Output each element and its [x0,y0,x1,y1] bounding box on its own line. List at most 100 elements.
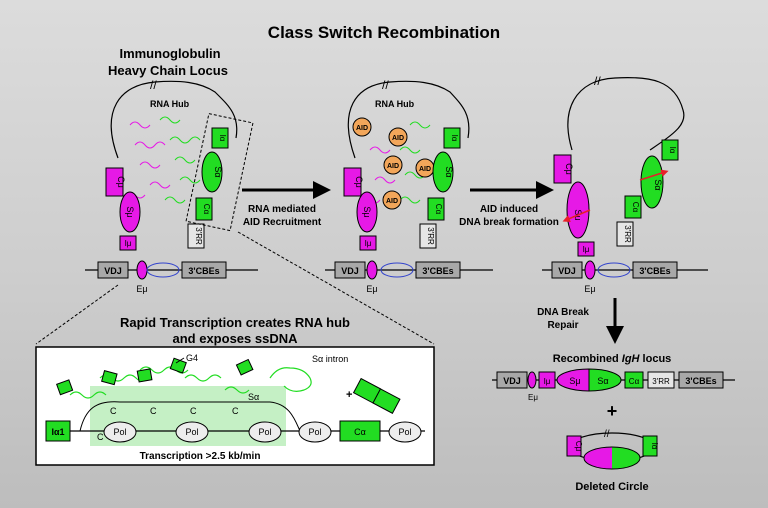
recombined-title: Recombined IgH locus [553,353,672,365]
s-mu-half [556,368,590,392]
g4-label: G4 [186,353,198,363]
c-mu-label: Cμ [564,163,574,175]
aid-proteins: AID AID AID AID AID [352,117,435,210]
i-alpha-box [443,127,461,149]
s-alpha-region [432,151,454,193]
i-alpha-box [661,139,679,161]
rna-plus-sign: + [346,389,352,401]
g4-pointer [175,357,185,364]
cbes-box [415,261,461,279]
panel-1-locus: Immunoglobulin Heavy Chain Locus // RNA … [85,46,258,294]
rna-hub-squiggles [359,121,431,204]
s-alpha-region [201,151,223,193]
locus-loop [567,77,685,151]
zoom-connector-left [35,284,119,345]
locus-loop [347,80,470,159]
i-mu-box [538,371,556,389]
i-mu-label: Iμ [365,239,372,248]
zoom-connector-right [237,231,435,345]
panel-2-aid: // RNA Hub AID AID AID AID AID Cμ Sμ [325,78,493,294]
i-mu-box [577,241,595,257]
vdj-box [551,261,583,279]
svg-text:C: C [110,406,117,416]
cbe-loop [597,262,631,278]
c-mu-box [566,435,582,457]
locus-loop [110,80,238,159]
c-alpha-label: Cα [631,202,640,213]
circle-break-mark: // [604,429,610,440]
c-alpha-label: Cα [202,204,211,215]
emu-element [584,260,596,280]
vdj-label: VDJ [104,266,122,276]
emu-element [366,260,378,280]
emu-label: Eμ [528,393,538,402]
rr3-box [616,221,634,247]
i-alpha-label: Iα [650,443,659,450]
break-arrow-s-alpha [639,169,669,181]
s-mu-label: Sμ [569,376,580,386]
svg-text:AID: AID [386,198,398,205]
rr3-box [647,371,675,389]
svg-text:C: C [190,406,197,416]
c-mu-box [105,167,124,197]
rr3-label: 3'RR [652,377,670,386]
arrow1-line2: AID Recruitment [243,217,322,228]
deleted-circle: // Cμ Iα Deleted Circle [566,429,659,493]
spliced-exon-pair [352,377,401,415]
svg-text:C: C [232,406,239,416]
cbes-label: 3'CBEs [188,266,219,276]
panel-3-breaks: // Cμ Sμ Iμ Iα Sα Cα 3'RR VDJ Eμ 3'CBEs [542,74,708,294]
loop-break-mark: // [150,78,157,92]
emu-label: Eμ [584,284,595,294]
svg-text:C: C [150,406,157,416]
zoom-source-box [185,113,254,232]
svg-text:Pol: Pol [308,427,321,437]
loop-break-mark: // [594,74,601,88]
c-mu-label: Cμ [116,176,126,188]
circle-label: Deleted Circle [575,481,648,493]
arrow2-line2: DNA break formation [459,217,559,228]
i-alpha1-box [45,420,71,442]
arrow1-line1: RNA mediated [248,204,316,215]
panel1-heading-line2: Heavy Chain Locus [108,63,228,78]
cbes-box [678,371,724,389]
vdj-label: VDJ [503,376,521,386]
s-alpha-label: Sα [653,179,663,190]
emu-label: Eμ [366,284,377,294]
c-alpha-label: Cα [354,427,366,437]
i-alpha-box [642,435,658,457]
svg-text:AID: AID [387,163,399,170]
c-alpha-box [427,197,445,221]
c-alpha-label: Cα [629,377,640,386]
i-mu-label: Iμ [125,239,132,248]
c-mu-box [553,154,572,184]
cbe-loop [146,262,180,278]
i-alpha-label: Iα [668,147,677,154]
rr3-box [419,223,437,249]
s-mu-label: Sμ [125,206,135,217]
rna-hub-squiggles [124,116,201,204]
emu-element [136,260,148,280]
s-alpha-half [588,368,622,392]
repair-line1: DNA Break [537,307,589,318]
zoom-panel: Sα Iα1 C C C C C Pol Pol Pol Pol Pol Cα [35,346,435,466]
panel1-heading-line1: Immunoglobulin [119,46,220,61]
repair-line2: Repair [547,320,578,331]
i-mu-label: Iμ [583,245,590,254]
rna-polymerases: Pol Pol Pol Pol Pol [103,421,422,443]
svg-text:C: C [97,432,104,442]
s-mu-region [356,191,378,233]
cbes-label: 3'CBEs [639,266,670,276]
svg-text:Pol: Pol [113,427,126,437]
s-alpha-label: Sα [213,166,223,177]
rr3-label: 3'RR [194,227,203,245]
s-alpha-region [640,155,664,209]
i-mu-box [119,235,137,251]
rr3-box [187,223,205,249]
cbes-box [632,261,678,279]
emu-label: Eμ [136,284,147,294]
s-mu-region [119,191,141,233]
i-mu-box [359,235,377,251]
figure-title: Class Switch Recombination [268,23,500,42]
s-alpha-label: Sα [444,166,454,177]
